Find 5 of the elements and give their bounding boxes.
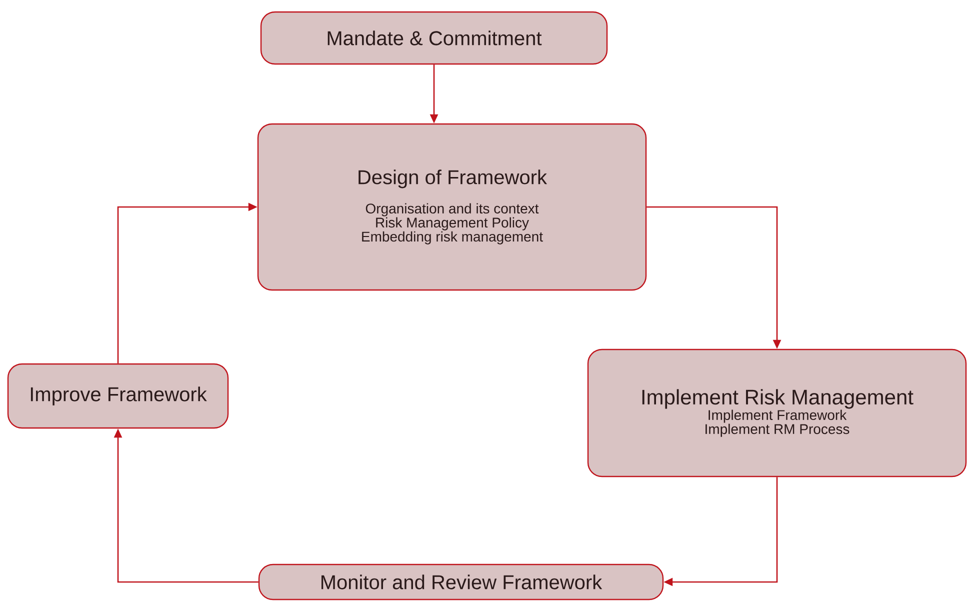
process-box: Monitor and Review Framework xyxy=(258,564,664,600)
process-box: Mandate & Commitment xyxy=(260,11,608,65)
process-box: Improve Framework xyxy=(7,363,229,429)
process-box: Design of Framework Organisation and its context Risk Management Policy Embedding risk management xyxy=(257,123,647,291)
process-box: Implement Risk Management Implement Framework Implement RM Process xyxy=(587,348,967,478)
